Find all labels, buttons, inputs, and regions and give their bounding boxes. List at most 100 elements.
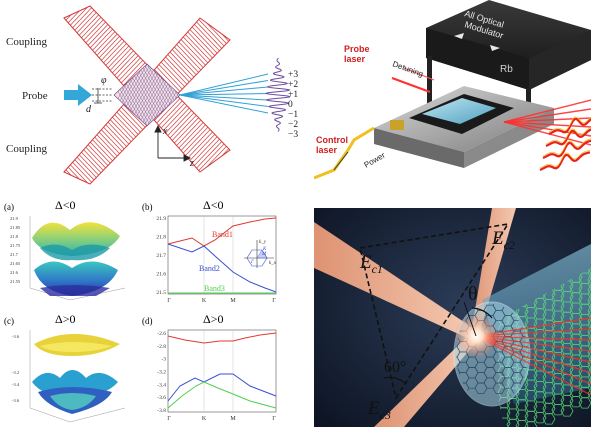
x-tick: M [230, 416, 236, 422]
theta-ref-line [463, 301, 477, 337]
order-label: +3 [288, 70, 298, 80]
diffracted-beams [179, 73, 269, 114]
order-label: 0 [288, 100, 293, 110]
c-tick: -3.6 [12, 398, 20, 403]
order-label: +2 [288, 80, 298, 90]
c-tick: -3.4 [12, 382, 20, 387]
diffraction-orders: +3+2+10−1−2−3 [288, 70, 298, 140]
ec2-label: Ec2 [491, 228, 515, 252]
probe-arrow [64, 84, 112, 106]
band2-line-d [167, 373, 277, 402]
subplot-d-title: Δ>0 [203, 312, 223, 326]
subplot-a: (a) Δ<0 21.921.8521.821.7521.721.6521.62… [4, 198, 126, 301]
fringe-pattern [265, 57, 291, 132]
angle-60-label: 60° [384, 359, 406, 376]
theta-label: θ [468, 283, 478, 305]
x-axis-label: x [162, 126, 168, 137]
x-tick: K [202, 298, 207, 304]
angle-arc-theta [471, 307, 493, 319]
inset-kx: k_x [269, 261, 277, 266]
beam-ec3 [374, 334, 478, 427]
probe-beam-secondary [403, 67, 435, 81]
y-tick: -3 [161, 357, 166, 363]
coupling-bottom-label: Coupling [6, 143, 47, 155]
a-tick: 21.65 [10, 261, 21, 266]
order-label: −1 [288, 110, 298, 120]
x-tick: K [202, 416, 207, 422]
probe-label: Probe [22, 90, 48, 102]
dashed-triangle [359, 222, 510, 401]
subplot-c-label: (c) [4, 316, 14, 326]
subplot-b-title: Δ<0 [203, 198, 223, 212]
ec3-label: Ec3 [367, 398, 391, 422]
x-tick: Γ [272, 298, 276, 304]
axes [154, 124, 192, 162]
control-laser-cable [314, 126, 375, 180]
a-tick: 21.7 [10, 252, 19, 257]
y-tick: -2.8 [157, 344, 166, 350]
y-tick: 21.7 [156, 253, 166, 259]
band1-line [167, 217, 277, 247]
subplot-c-title: Δ>0 [55, 312, 75, 326]
inset-k: K [262, 247, 267, 252]
rb-label: Rb [500, 64, 513, 75]
a-tick: 21.85 [10, 225, 21, 230]
y-tick: 21.9 [156, 216, 166, 222]
phi-label: φ [101, 75, 107, 86]
y-tick: 21.6 [156, 272, 166, 278]
y-tick: -3.4 [157, 382, 166, 388]
x-tick: Γ [167, 298, 171, 304]
a-tick: 21.75 [10, 243, 21, 248]
z-axis-label: z [189, 158, 194, 169]
c-tick: -3.6 [12, 334, 20, 339]
interference-diagram: Coupling Coupling Probe φ d x z +3+2+10−… [6, 5, 298, 185]
subplot-a-label: (a) [4, 202, 14, 212]
inset-m: M [261, 252, 267, 257]
inset-ky: k_y [259, 240, 267, 245]
x-tick: M [230, 298, 236, 304]
subplot-c: (c) Δ>0 -3.6 -3.2 -3.4 -3.6 [4, 312, 126, 423]
band3-line-d [167, 381, 277, 409]
a-tick: 21.8 [10, 234, 19, 239]
c-tick: -3.2 [12, 370, 19, 375]
order-label: −2 [288, 120, 298, 130]
modulator-box: All Optical Modulator [426, 0, 591, 90]
y-tick: 21.8 [156, 235, 166, 241]
subplot-d-label: (d) [142, 316, 153, 326]
y-tick: -3.2 [157, 370, 166, 376]
subplot-b-label: (b) [142, 202, 153, 212]
subplot-a-title: Δ<0 [55, 198, 75, 212]
band3-label: Band3 [204, 284, 225, 293]
y-tick: -3.6 [157, 395, 166, 401]
order-label: +1 [288, 90, 298, 100]
order-label: −3 [288, 130, 298, 140]
x-tick: Γ [167, 416, 171, 422]
brillouin-inset [244, 240, 274, 268]
d-label: d [86, 104, 92, 115]
power-label: Power [363, 150, 387, 169]
y-tick: -2.6 [157, 331, 166, 337]
detuning-label: Detuning [391, 59, 424, 78]
a-tick: 21.6 [10, 270, 19, 275]
y-tick: -3.8 [157, 408, 166, 414]
band1-label: Band1 [212, 230, 233, 239]
band-structure-panel: (a) Δ<0 21.9 21.85 21.8 21.75 21.7 21.65 21.6 2… [0, 196, 305, 427]
band-structure-figure: (a) Δ<0 21.9 21.85 21.8 21.75 21.7 21.65 21.6 2… [4, 198, 277, 423]
band1-line-d [167, 332, 277, 344]
a-tick: 21.9 [10, 216, 19, 221]
band2-label: Band2 [199, 264, 220, 273]
angle-arc-60 [383, 376, 407, 385]
band2-line [167, 243, 277, 293]
y-tick: 21.5 [156, 290, 166, 296]
inset-gamma: Γ [250, 260, 254, 265]
probe-beam [391, 77, 431, 93]
base-block: Rb [374, 64, 554, 168]
coupling-top-label: Coupling [6, 36, 47, 48]
beam-fiber-panel: Ec1 Ec2 Ec3 θ 60° [314, 208, 591, 427]
